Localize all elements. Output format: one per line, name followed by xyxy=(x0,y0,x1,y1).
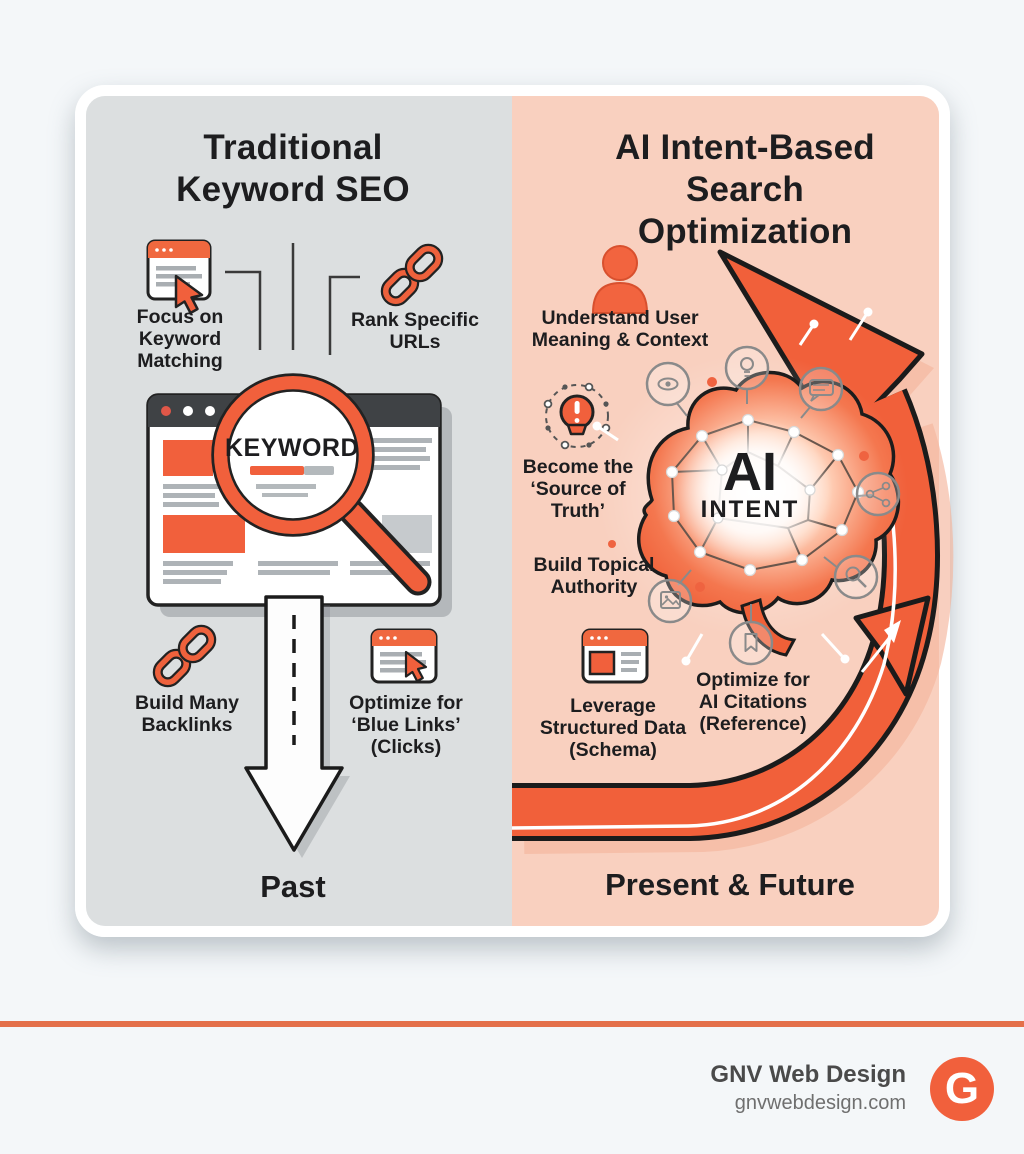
past-label: Past xyxy=(260,869,326,904)
focus-caption: Focus on Keyword Matching xyxy=(136,306,224,372)
keyword-label: KEYWORD xyxy=(224,434,360,462)
brand-name: GNV Web Design xyxy=(710,1061,906,1088)
bluelinks-caption: Optimize for ‘Blue Links’ (Clicks) xyxy=(349,692,463,758)
brand-website: gnvwebdesign.com xyxy=(734,1092,906,1114)
gnv-logo-icon: G xyxy=(930,1057,994,1121)
citations-caption: Optimize for AI Citations (Reference) xyxy=(696,669,810,735)
right-title: AI Intent-Based Search Optimization xyxy=(615,128,875,251)
footer-divider xyxy=(0,1021,1024,1027)
left-title: Traditional Keyword SEO xyxy=(176,128,410,209)
structured-caption: Leverage Structured Data (Schema) xyxy=(539,695,687,761)
rank-caption: Rank Specific URLs xyxy=(351,309,479,353)
gnv-logo-letter: G xyxy=(944,1064,980,1113)
present-future-label: Present & Future xyxy=(605,867,855,902)
source-caption: Become the ‘Source of Truth’ xyxy=(522,456,634,522)
traditional-seo-panel xyxy=(86,96,512,926)
backlinks-caption: Build Many Backlinks xyxy=(134,692,240,736)
ai-label: AI xyxy=(723,442,777,502)
topical-caption: Build Topical Authority xyxy=(533,554,655,598)
intent-label: INTENT xyxy=(700,496,800,523)
footer: GNV Web Design gnvwebdesign.com xyxy=(710,1060,906,1116)
understand-caption: Understand User Meaning & Context xyxy=(531,307,709,351)
